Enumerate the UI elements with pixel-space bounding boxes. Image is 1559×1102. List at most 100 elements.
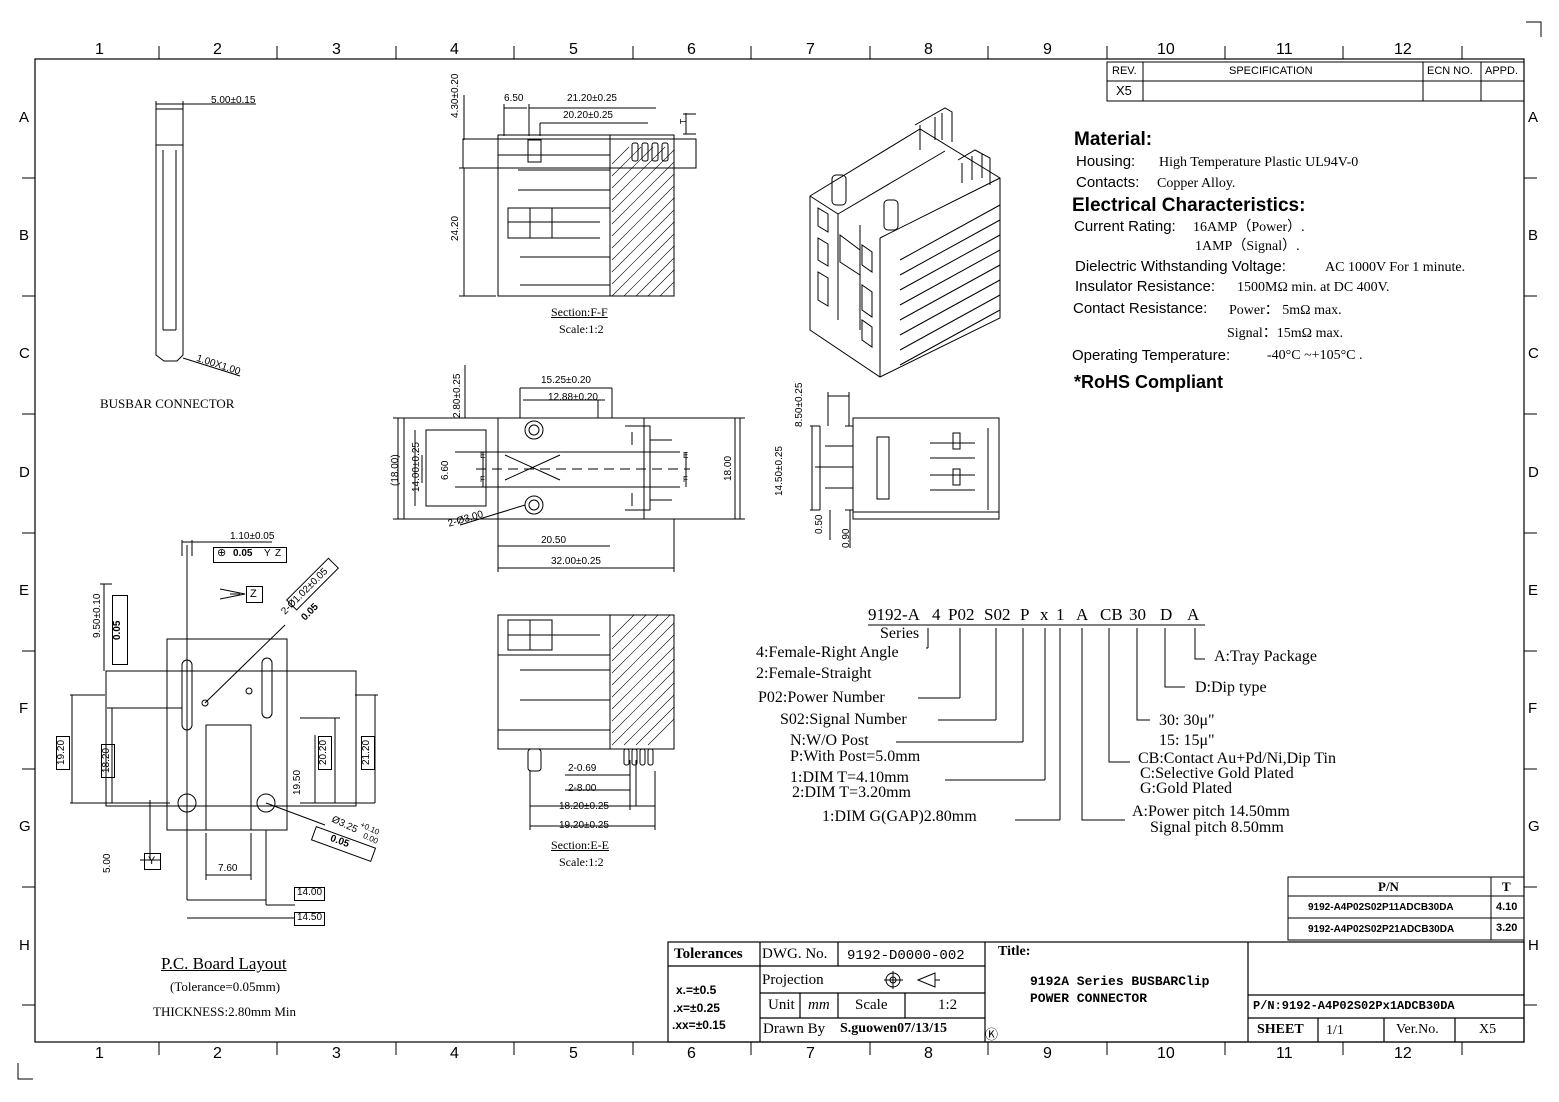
dim-side-a: 8.50±0.25: [794, 382, 805, 427]
row-label-b-right: B: [1528, 227, 1539, 244]
electrical-heading: Electrical Characteristics:: [1072, 195, 1306, 216]
col-label-8: 8: [924, 41, 933, 58]
pn-opt-tray-package: A:Tray Package: [1214, 648, 1317, 665]
gdt-frame-1: [213, 547, 287, 563]
col-label-5: 5: [569, 41, 578, 58]
insulator-value: 1500MΩ min. at DC 400V.: [1237, 280, 1390, 295]
dim-ff-e: 24.20: [450, 215, 461, 241]
row-label-a: A: [19, 109, 30, 126]
dim-top-i: 20.50: [541, 535, 567, 546]
tb-scale-value: 1:2: [938, 997, 958, 1013]
pn-seg-p02: P02: [948, 605, 975, 624]
contacts-value: Copper Alloy.: [1157, 176, 1236, 191]
tb-title-line-2: POWER CONNECTOR: [1030, 991, 1148, 1006]
dim-pcb-m: 7.60: [218, 863, 238, 874]
tb-ver: Ver.No.: [1396, 1022, 1439, 1037]
col-label-10-bottom: 10: [1157, 1045, 1175, 1062]
dim-top-f: 6.60: [440, 460, 451, 480]
pn-opt-plating-c: C:Selective Gold Plated: [1140, 765, 1294, 782]
tb-ver-value: X5: [1479, 1022, 1497, 1037]
dim-pcb-o: 14.00: [297, 887, 323, 898]
pn-opt-dim-g: 1:DIM G(GAP)2.80mm: [822, 808, 977, 825]
section-ff-label: Section:F-F: [551, 305, 608, 319]
row-label-b: B: [19, 227, 30, 244]
col-label-9: 9: [1043, 41, 1052, 58]
dim-ee-d: 19.20±0.25: [559, 820, 609, 831]
row-label-g: G: [19, 818, 31, 835]
col-label-9-bottom: 9: [1043, 1045, 1052, 1062]
col-label-7: 7: [806, 41, 815, 58]
tb-scale: Scale: [855, 997, 888, 1013]
tb-drawn-by: Drawn By: [763, 1021, 826, 1037]
pcb-tolerance: (Tolerance=0.05mm): [170, 979, 281, 994]
pn-seg-cb: CB: [1100, 605, 1123, 624]
dim-pcb-i-box: [101, 744, 115, 778]
pn-seg-x: x: [1040, 605, 1049, 624]
dim-ff-t: T: [678, 118, 689, 125]
tb-mark: Ⓚ: [985, 1027, 999, 1042]
pn-seg-1: 1: [1056, 605, 1065, 624]
spec-header: SPECIFICATION: [1229, 65, 1313, 77]
tb-drawn-value: S.guowen07/13/15: [840, 1021, 947, 1036]
datum-y-box: [144, 853, 161, 870]
rev-value: X5: [1116, 83, 1132, 98]
col-label-2-bottom: 2: [213, 1045, 222, 1062]
rev-header: REV.: [1112, 65, 1137, 77]
tb-dwg-label: DWG. No.: [762, 946, 828, 962]
busbar-label: BUSBAR CONNECTOR: [100, 396, 235, 411]
dim-pcb-j-box: [318, 736, 332, 770]
pn-opt-no-post: N:W/O Post: [790, 732, 869, 749]
dim-pcb-k-box: [361, 736, 375, 770]
tb-tol-2: .x=±0.25: [673, 1001, 720, 1015]
dim-pcb-h-box: [56, 736, 70, 770]
pn-seg-4: 4: [932, 605, 941, 624]
dim-side-d: 0.90: [841, 528, 852, 548]
dim-pcb-p-box: [294, 912, 325, 926]
pn-seg-d: D: [1160, 605, 1173, 624]
pn-seg-a: A: [1076, 605, 1089, 624]
appd-header: APPD.: [1485, 65, 1519, 77]
pn-opt-gold-15: 15: 15μ": [1159, 732, 1215, 749]
rohs-compliant: *RoHS Compliant: [1074, 372, 1224, 392]
dim-side-b: 14.50±0.25: [774, 446, 785, 496]
dim-top-e: 14.00±0.25: [411, 442, 422, 492]
tb-sheet-value: 1/1: [1326, 1023, 1344, 1038]
operating-temp-label: Operating Temperature:: [1072, 347, 1231, 364]
tb-unit-value: mm: [808, 997, 830, 1013]
dim-top-b: 12.88±0.20: [548, 392, 598, 403]
dim-side-c: 0.50: [814, 514, 825, 534]
gdt-datum-z-1: Z: [275, 548, 282, 559]
busbar-dim-width: 5.00±0.15: [211, 95, 256, 106]
col-label-7-bottom: 7: [806, 1045, 815, 1062]
col-label-1: 1: [95, 41, 104, 58]
dim-pcb-o-box: [294, 887, 325, 901]
row-label-h-right: H: [1528, 937, 1539, 954]
datum-z-box: [246, 586, 263, 603]
pn-opt-power-pitch: A:Power pitch 14.50mm: [1132, 803, 1290, 820]
dim-ee-c: 18.20±0.25: [559, 801, 609, 812]
current-rating-signal: 1AMP（Signal）.: [1195, 239, 1300, 254]
contact-resistance-power: Power： 5mΩ max.: [1229, 303, 1342, 318]
contact-resistance-signal: Signal：15mΩ max.: [1227, 326, 1344, 341]
row-label-a-right: A: [1528, 109, 1539, 126]
dim-top-e-left: E: [480, 451, 486, 460]
pn-opt-signal-pitch: Signal pitch 8.50mm: [1150, 819, 1284, 836]
datum-z-label: Z: [250, 588, 257, 600]
pn-table-row-2-pn: 9192-A4P02S02P21ADCB30DA: [1308, 924, 1455, 935]
pn-seg-p: P: [1020, 605, 1030, 624]
col-label-3: 3: [332, 41, 341, 58]
dim-pcb-a: 1.10±0.05: [230, 531, 275, 542]
housing-label: Housing:: [1076, 153, 1136, 170]
col-label-11-bottom: 11: [1276, 1045, 1293, 1062]
tb-part-number: P/N:9192-A4P02S02Px1ADCB30DA: [1253, 999, 1455, 1013]
row-label-g-right: G: [1528, 818, 1540, 835]
pn-opt-plating-g: G:Gold Plated: [1140, 780, 1232, 797]
row-label-d-right: D: [1528, 464, 1539, 481]
housing-value: High Temperature Plastic UL94V-0: [1159, 155, 1359, 170]
dim-pcb-c: 9.50±0.10: [92, 593, 103, 638]
col-label-11: 11: [1276, 41, 1293, 58]
dim-top-g: 18.00: [723, 455, 734, 481]
tb-sheet: SHEET: [1257, 1022, 1304, 1037]
section-ee-scale: Scale:1:2: [559, 855, 604, 869]
dim-pcb-n: 5.00: [102, 853, 113, 873]
